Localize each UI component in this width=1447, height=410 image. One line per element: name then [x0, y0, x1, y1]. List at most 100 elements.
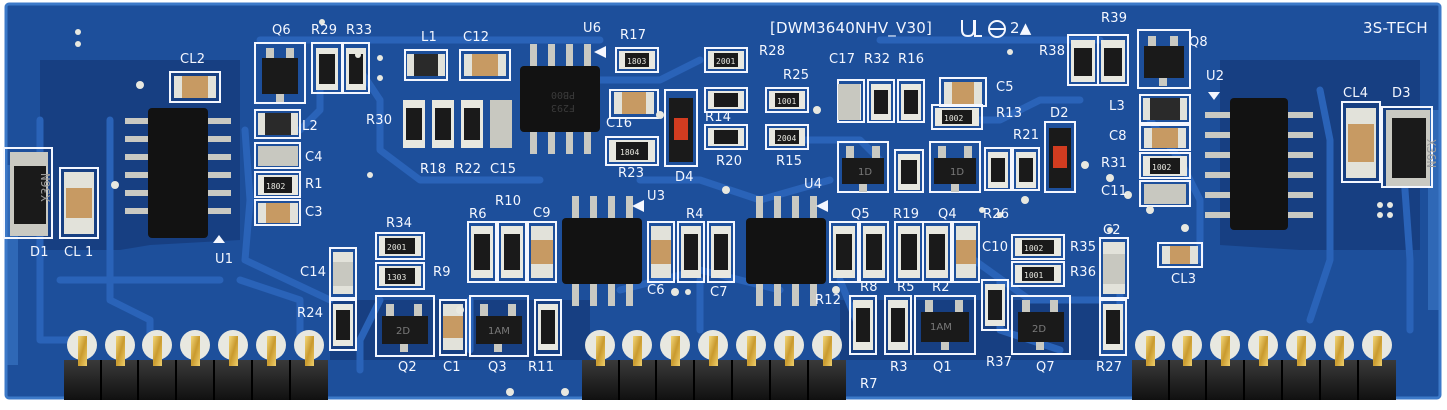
label-q6: Q6 [272, 23, 291, 38]
vias [75, 19, 1393, 396]
label-c15: C15 [490, 162, 517, 177]
transistor-codes: 2D 2D 1AM 1AM 1D 1D [396, 167, 1046, 337]
marking-r23: 1804 [620, 148, 639, 157]
label-r5: R5 [897, 280, 915, 295]
label-c3: C3 [305, 205, 323, 220]
label-r33: R33 [346, 23, 373, 38]
label-r3: R3 [890, 360, 908, 375]
label-r26: R26 [983, 207, 1010, 222]
label-r14: R14 [705, 110, 732, 125]
label-r30: R30 [366, 113, 393, 128]
header-pads [67, 330, 1392, 366]
marking-q7: 2D [1032, 324, 1046, 335]
label-u4: U4 [804, 177, 823, 192]
marking-r13: 1002 [944, 114, 963, 123]
label-r32: R32 [864, 52, 891, 67]
label-d2: D2 [1050, 106, 1069, 121]
marking-r1: 1802 [266, 182, 285, 191]
svg-text:PB00: PB00 [551, 89, 575, 100]
label-u2: U2 [1206, 69, 1225, 84]
label-cl3: CL3 [1171, 272, 1197, 287]
inductors [258, 54, 1187, 135]
label-c11: C11 [1101, 184, 1128, 199]
label-q8: Q8 [1189, 35, 1208, 50]
soic-chips: F293 PB00 [125, 44, 1313, 306]
marking-q5: 1D [858, 167, 872, 178]
label-r1: R1 [305, 177, 323, 192]
marking-q3: 1AM [488, 326, 510, 337]
label-r12: R12 [815, 293, 842, 308]
label-r2: R2 [932, 280, 950, 295]
svg-text:X36N: X36N [1424, 139, 1438, 168]
label-c7: C7 [710, 285, 728, 300]
label-q2: Q2 [398, 360, 417, 375]
marking-r35: 1002 [1024, 244, 1043, 253]
label-c4: C4 [305, 150, 323, 165]
label-r22: R22 [455, 162, 482, 177]
label-r34: R34 [386, 216, 413, 231]
label-l1: L1 [421, 30, 437, 45]
label-q3: Q3 [488, 360, 507, 375]
label-r15: R15 [776, 154, 803, 169]
label-r4: R4 [686, 207, 704, 222]
marking-r36: 1001 [1024, 271, 1043, 280]
label-r10: R10 [495, 194, 522, 209]
marking-q2: 2D [396, 326, 410, 337]
label-c14: C14 [300, 265, 327, 280]
label-r6: R6 [469, 207, 487, 222]
label-c8: C8 [1109, 129, 1127, 144]
label-r8: R8 [860, 280, 878, 295]
label-r20: R20 [716, 154, 743, 169]
marking-r28: 2001 [716, 57, 735, 66]
label-cl1: CL 1 [64, 245, 94, 260]
marking-r25: 1001 [777, 97, 796, 106]
board-revision-marks: 2▲ [1010, 19, 1032, 37]
silkscreen-outlines [3, 29, 1433, 357]
label-c10: C10 [982, 240, 1009, 255]
board-part-number: [DWM3640NHV_V30] [770, 19, 933, 37]
label-r24: R24 [297, 306, 324, 321]
label-r13: R13 [996, 106, 1023, 121]
label-u3: U3 [647, 189, 666, 204]
brand-label: 3S-TECH [1363, 19, 1428, 37]
pin-headers [64, 360, 1396, 400]
svg-text:F293: F293 [551, 102, 575, 113]
label-r17: R17 [620, 28, 647, 43]
label-d3: D3 [1392, 86, 1411, 101]
label-r9: R9 [433, 265, 451, 280]
label-cl2: CL2 [180, 52, 206, 67]
marking-r17: 1803 [627, 57, 646, 66]
leds [669, 98, 1071, 188]
label-c1: C1 [443, 360, 461, 375]
label-u6: U6 [583, 21, 602, 36]
marking-r9: 1303 [387, 273, 406, 282]
label-r27: R27 [1096, 360, 1123, 375]
label-r18: R18 [420, 162, 447, 177]
marking-r31: 1002 [1152, 163, 1171, 172]
label-r7: R7 [860, 377, 878, 392]
ul-certification-logo [961, 20, 1006, 38]
label-c2: C2 [1103, 223, 1121, 238]
marking-q4: 1D [950, 167, 964, 178]
capacitors [64, 54, 1376, 350]
label-l2: L2 [302, 119, 318, 134]
label-r35: R35 [1070, 240, 1097, 255]
transistors [262, 36, 1184, 352]
label-r19: R19 [893, 207, 920, 222]
marking-r34: 2001 [387, 243, 406, 252]
svg-text:X36N: X36N [39, 173, 53, 202]
label-r29: R29 [311, 23, 338, 38]
label-r25: R25 [783, 68, 810, 83]
label-q4: Q4 [938, 207, 957, 222]
label-r37: R37 [986, 355, 1013, 370]
diodes: X36N X36N [10, 110, 1438, 236]
label-c16: C16 [606, 116, 633, 131]
label-c9: C9 [533, 206, 551, 221]
label-u1: U1 [215, 252, 234, 267]
marking-q1: 1AM [930, 322, 952, 333]
resistors [258, 40, 1187, 350]
label-d1: D1 [30, 245, 49, 260]
label-r31: R31 [1101, 156, 1128, 171]
label-r39: R39 [1101, 11, 1128, 26]
